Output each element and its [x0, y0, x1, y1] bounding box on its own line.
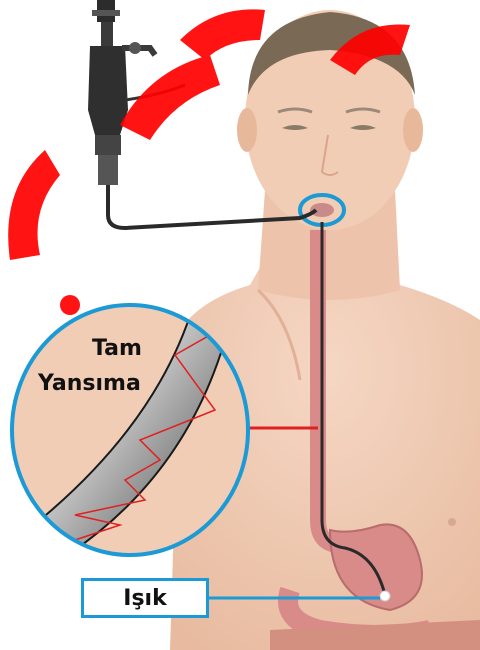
right-ear — [403, 108, 423, 152]
nipple — [448, 518, 456, 526]
handle-grip — [95, 135, 121, 155]
connector — [98, 155, 118, 185]
total-reflection-label-line1: Tam — [92, 336, 142, 361]
light-label-text: Işık — [123, 586, 166, 611]
left-ear — [237, 108, 257, 152]
zoom-inset: Tam Yansıma — [12, 300, 248, 560]
light-label-box: Işık — [81, 578, 209, 618]
light-tip — [380, 591, 390, 601]
total-reflection-label-line2: Yansıma — [37, 371, 141, 396]
handle-neck — [101, 22, 113, 46]
control-knob — [129, 42, 141, 54]
eyepiece-ring — [92, 10, 120, 16]
